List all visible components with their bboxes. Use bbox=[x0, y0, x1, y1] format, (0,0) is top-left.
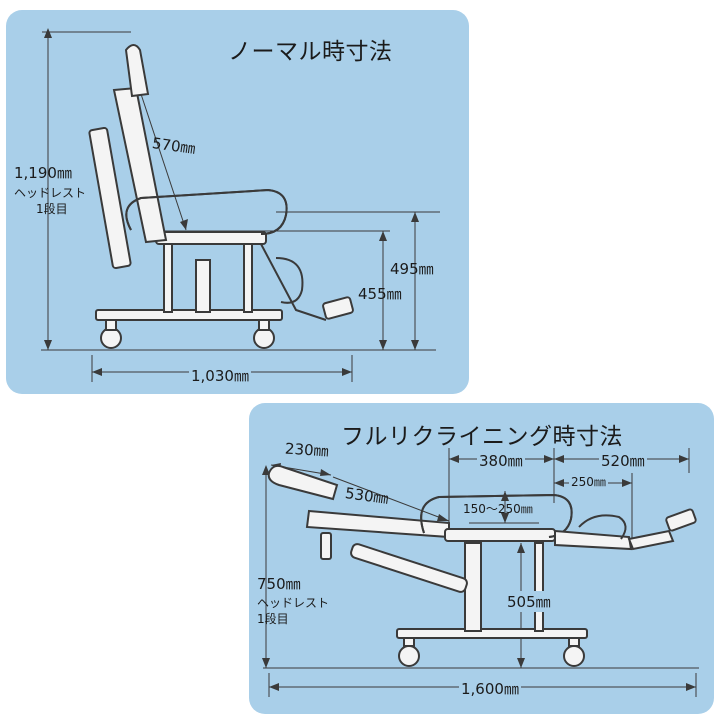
recline-height-note-2: 1段目 bbox=[257, 612, 289, 626]
normal-length-label: 1,030㎜ bbox=[189, 365, 251, 386]
recline-leg-sub-label: 250㎜ bbox=[569, 475, 608, 490]
normal-armrest-height-label: 495㎜ bbox=[390, 260, 434, 278]
normal-height-label: 1,190㎜ bbox=[14, 164, 72, 182]
recline-seat-span-label: 380㎜ bbox=[477, 450, 525, 471]
recline-seat-height-label: 505㎜ bbox=[505, 591, 553, 612]
normal-seat-height-label: 455㎜ bbox=[358, 285, 402, 303]
gas-spring bbox=[350, 543, 468, 593]
recline-seat-range-label: 150～250㎜ bbox=[463, 502, 533, 516]
recline-chair-drawing bbox=[262, 448, 699, 697]
recline-length-label: 1,600㎜ bbox=[459, 678, 521, 699]
recline-dimensions-panel: フルリクライニング時寸法 bbox=[249, 403, 714, 714]
recline-headrest-label: 230㎜ bbox=[284, 439, 330, 461]
normal-height-note-2: 1段目 bbox=[36, 202, 68, 216]
normal-chair-drawing bbox=[41, 28, 440, 382]
recline-front-caster bbox=[398, 645, 420, 667]
recline-rear-caster bbox=[563, 645, 585, 667]
normal-height-note-1: ヘッドレスト bbox=[14, 186, 87, 200]
normal-dimensions-panel: ノーマル時寸法 bbox=[6, 10, 469, 394]
normal-title: ノーマル時寸法 bbox=[228, 39, 393, 65]
footrest bbox=[322, 296, 354, 320]
recline-title: フルリクライニング時寸法 bbox=[341, 424, 623, 450]
recline-leg-span-label: 520㎜ bbox=[599, 450, 647, 471]
recline-height-note-1: ヘッドレスト bbox=[257, 596, 330, 610]
recline-footrest bbox=[665, 508, 697, 532]
recline-height-label: 750㎜ bbox=[257, 575, 301, 593]
backrest-dimension-line bbox=[138, 87, 187, 231]
